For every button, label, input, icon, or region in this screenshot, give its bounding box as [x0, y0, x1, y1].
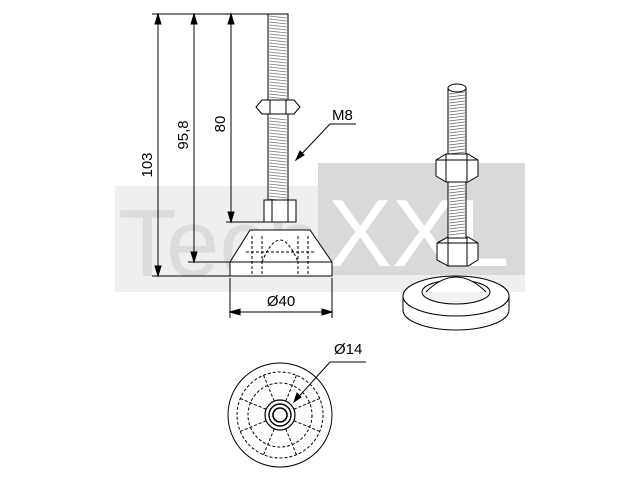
thread-m8-label: M8: [332, 107, 353, 124]
watermark-right-text: XXL: [328, 180, 509, 287]
dim-o14-label: Ø14: [334, 341, 362, 358]
side-view: [229, 13, 333, 277]
dimension-lines: [152, 12, 356, 318]
dimension-labels: 103 95,8 80 M8 Ø40 Ø14: [139, 107, 362, 358]
dim-95-8-label: 95,8: [175, 120, 192, 149]
top-view: [227, 361, 366, 468]
hex-nut-side: [255, 99, 301, 115]
dim-103-label: 103: [139, 152, 156, 177]
dim-o40-label: Ø40: [267, 293, 295, 310]
watermark-box: [318, 163, 525, 275]
rod-collar: [263, 199, 297, 223]
perspective-view: [402, 83, 510, 331]
dim-80-label: 80: [212, 116, 229, 133]
rod-circle: [272, 407, 288, 423]
hex-nut-lower: [436, 236, 479, 267]
hex-nut-upper: [435, 153, 479, 183]
thread-hatching: [268, 15, 288, 202]
